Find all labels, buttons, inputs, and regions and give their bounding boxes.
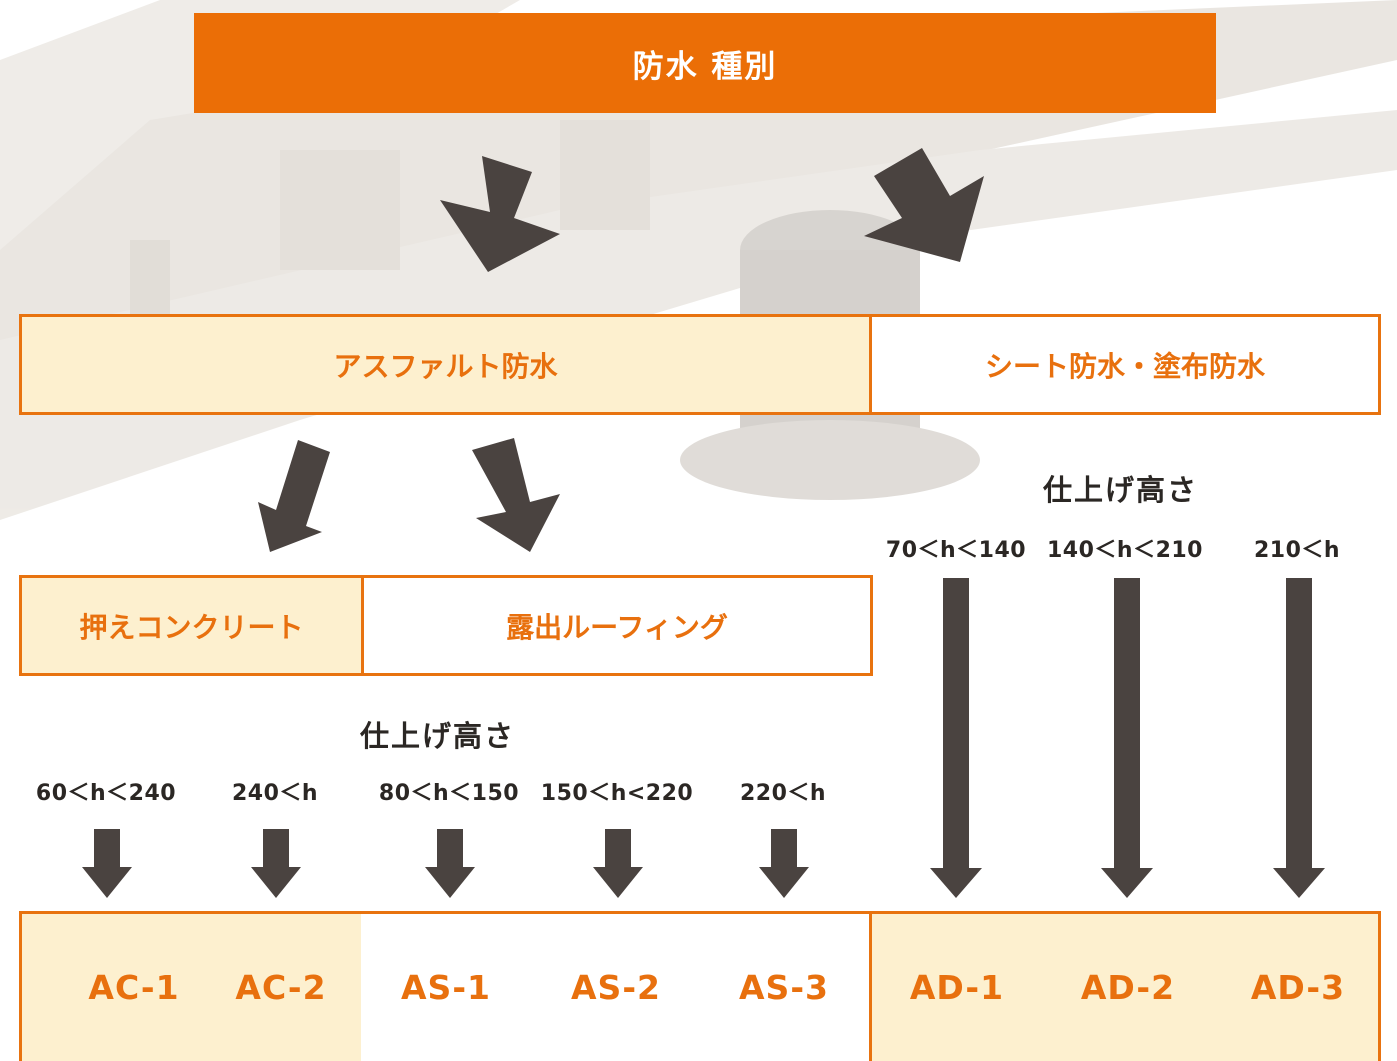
code-as-2: AS-2 (571, 968, 661, 1007)
code-ac-1: AC-1 (88, 968, 180, 1007)
arrow-down-icon (930, 578, 982, 898)
arrow-down-icon (1273, 578, 1325, 898)
range-label: 150＜h<220 (540, 781, 694, 806)
code-ad-3: AD-3 (1250, 968, 1346, 1007)
sheet-coating-waterproof-box: シート防水・塗布防水 (869, 314, 1381, 415)
finish-height-label-left: 仕上げ高さ (360, 719, 516, 753)
code-group-ad: AD-1 AD-2 AD-3 (869, 911, 1381, 1061)
asphalt-waterproof-box: アスファルト防水 (19, 314, 872, 415)
range-label: 80＜h＜150 (378, 781, 520, 806)
range-label: 220＜h (739, 781, 827, 806)
range-label: 210＜h (1253, 538, 1341, 563)
arrow-down-left-icon (440, 156, 560, 272)
exposed-roofing-box: 露出ルーフィング (361, 575, 873, 676)
finish-height-label-right: 仕上げ高さ (1043, 473, 1199, 507)
arrow-down-icon (1101, 578, 1153, 898)
arrow-down-icon (425, 829, 475, 898)
arrow-down-right-icon (472, 438, 560, 552)
arrow-down-icon (82, 829, 132, 898)
range-label: 60＜h＜240 (35, 781, 177, 806)
code-ad-2: AD-2 (1080, 968, 1176, 1007)
range-label: 70＜h＜140 (885, 538, 1027, 563)
code-group-as: AS-1 AS-2 AS-3 (361, 911, 872, 1061)
code-group-ac: AC-1 AC-2 (19, 911, 364, 1061)
arrow-down-icon (251, 829, 301, 898)
code-ad-1: AD-1 (909, 968, 1005, 1007)
arrow-down-icon (593, 829, 643, 898)
code-as-1: AS-1 (401, 968, 491, 1007)
waterproof-type-title: 防水 種別 (194, 13, 1216, 113)
code-as-3: AS-3 (739, 968, 829, 1007)
range-label: 140＜h＜210 (1046, 538, 1203, 563)
arrow-down-icon (759, 829, 809, 898)
arrow-down-left-icon (258, 440, 330, 552)
protective-concrete-box: 押えコンクリート (19, 575, 364, 676)
code-ac-2: AC-2 (235, 968, 327, 1007)
arrow-down-right-icon (864, 148, 984, 262)
range-label: 240＜h (231, 781, 319, 806)
